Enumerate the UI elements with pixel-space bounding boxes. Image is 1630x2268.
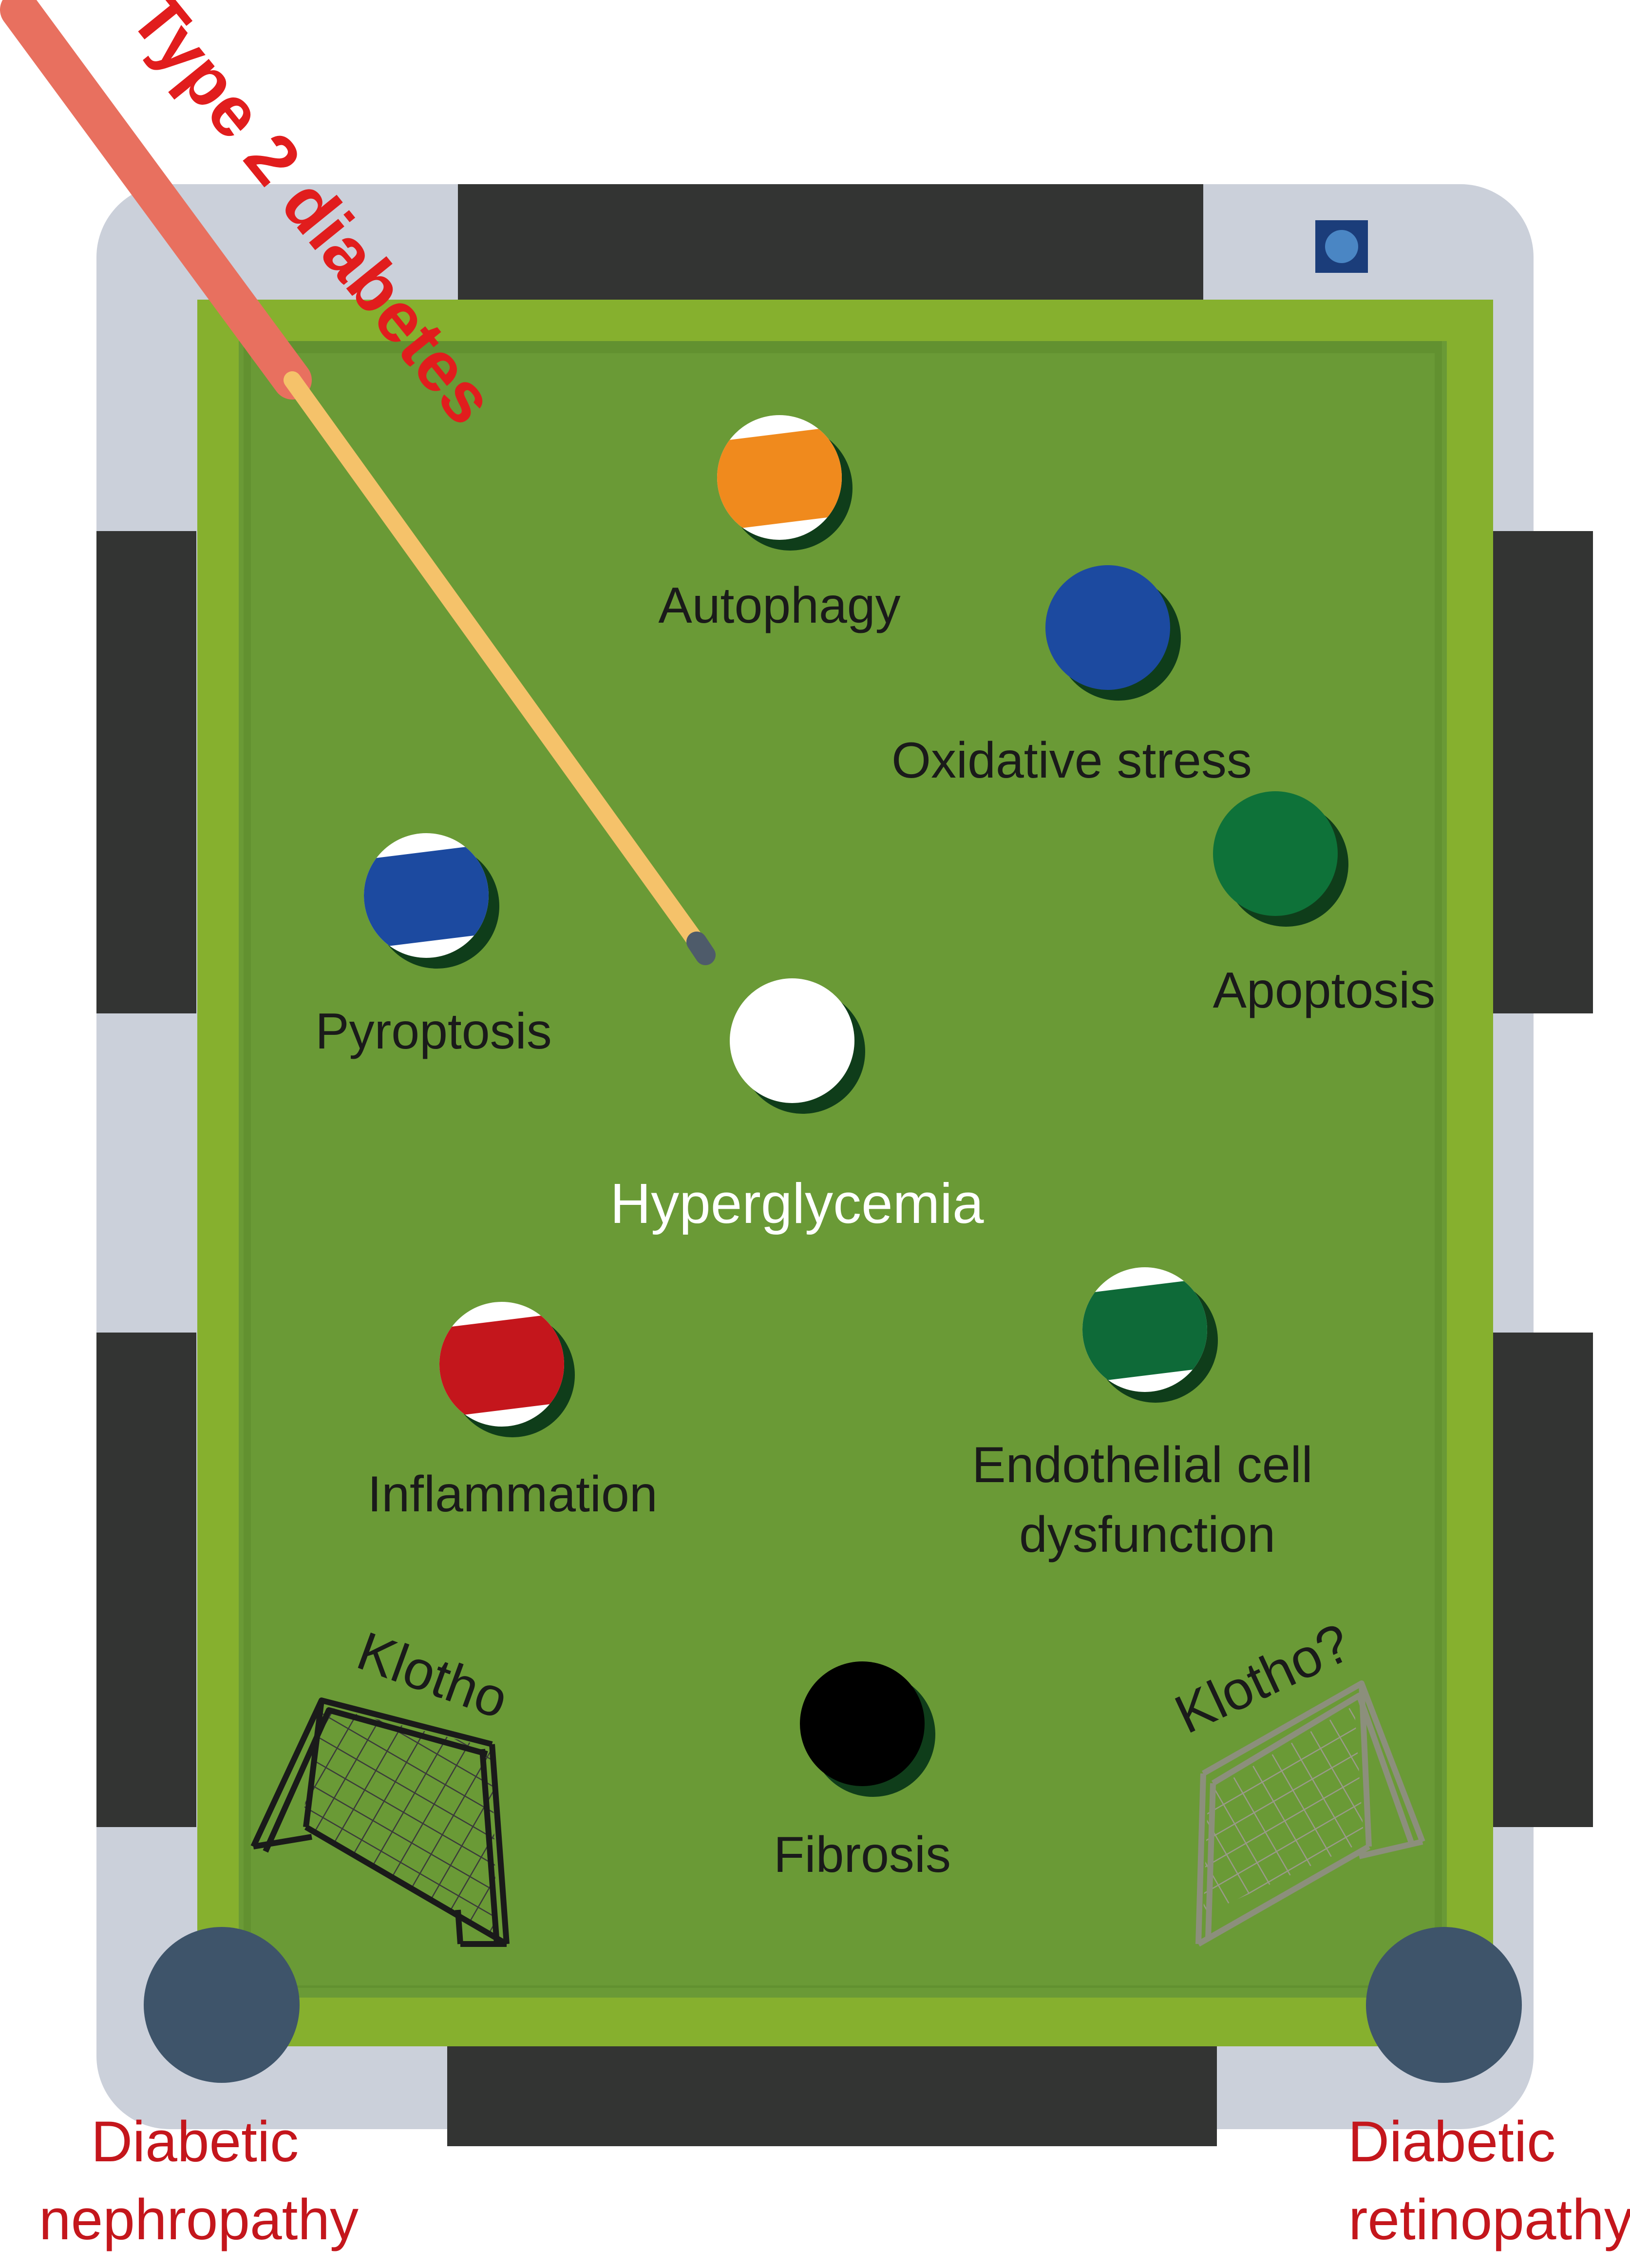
label-inflammation: Inflammation xyxy=(367,1466,657,1523)
ball-autophagy-icon xyxy=(717,415,842,540)
label-autophagy: Autophagy xyxy=(658,577,900,634)
label-nephropathy-line1: Diabetic xyxy=(91,2110,299,2174)
left-lower-band xyxy=(96,1333,196,1827)
ball-fibrosis-icon xyxy=(800,1661,925,1786)
label-endothelial-line2: dysfunction xyxy=(1019,1506,1275,1563)
ball-pyroptosis-icon xyxy=(364,833,489,958)
label-apoptosis: Apoptosis xyxy=(1213,962,1436,1019)
ball-oxidative-stress-icon xyxy=(1045,565,1170,690)
label-oxidative-stress: Oxidative stress xyxy=(891,732,1252,789)
label-retinopathy-line2: retinopathy xyxy=(1348,2188,1630,2252)
bottom-diamond-band xyxy=(447,2034,1217,2146)
ball-endothelial-icon xyxy=(1082,1267,1207,1392)
pocket-right-icon xyxy=(1366,1927,1522,2083)
label-hyperglycemia: Hyperglycemia xyxy=(610,1172,984,1235)
label-pyroptosis: Pyroptosis xyxy=(315,1003,552,1060)
label-fibrosis: Fibrosis xyxy=(774,1827,951,1883)
top-diamond-band xyxy=(458,184,1203,305)
label-endothelial-line1: Endothelial cell xyxy=(972,1437,1313,1493)
ball-inflammation-icon xyxy=(439,1302,564,1427)
right-lower-band xyxy=(1476,1333,1593,1827)
label-retinopathy-line1: Diabetic xyxy=(1348,2110,1555,2174)
label-nephropathy-line2: nephropathy xyxy=(39,2188,359,2252)
pocket-left-icon xyxy=(144,1927,300,2083)
cue-stick-icon xyxy=(0,0,716,965)
chalk-icon xyxy=(1315,220,1368,273)
soccer-goal-icon xyxy=(250,1697,510,1947)
left-upper-band xyxy=(96,531,196,1013)
ball-apoptosis-icon xyxy=(1213,791,1338,916)
ball-hyperglycemia-icon xyxy=(730,978,854,1103)
right-upper-band xyxy=(1476,531,1593,1013)
soccer-goal-faded-icon xyxy=(1195,1680,1425,1947)
